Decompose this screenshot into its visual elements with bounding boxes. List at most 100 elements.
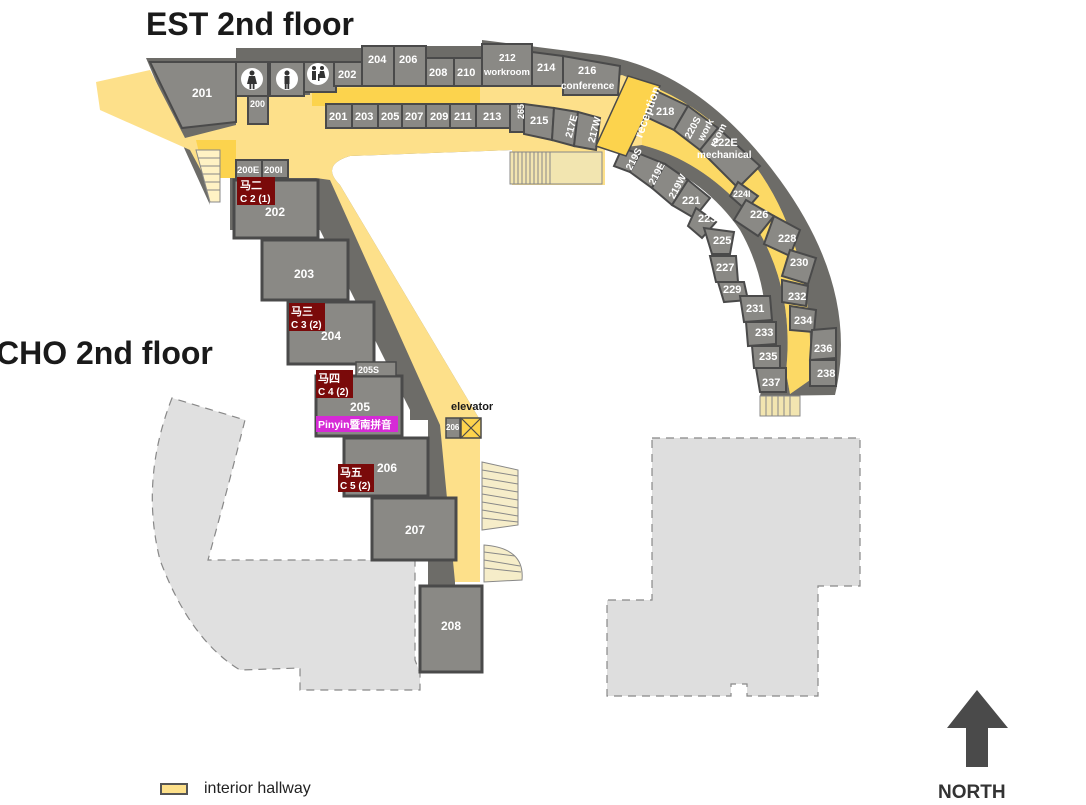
room-label-205: 205 [381,111,399,123]
room-label-203: 203 [294,267,314,281]
legend-hallway-label: interior hallway [204,780,311,797]
stairs-west [195,149,221,203]
room-231[interactable] [738,295,774,324]
room-236[interactable] [808,326,837,362]
room-223[interactable] [686,206,718,240]
room-label-223: 223 [698,213,716,225]
room-label-238: 238 [817,368,835,380]
legend-hallway-swatch [160,783,188,795]
annotation-ma4-name: 马四 [318,372,340,385]
stairs-south-east [759,395,801,417]
annotation-ma5-name: 马五 [340,466,362,479]
room-212[interactable] [481,43,533,87]
room-label-206: 206 [377,461,397,475]
north-label: NORTH [938,782,1006,803]
room-label-207: 207 [405,111,423,123]
annotation-ma2-name: 马二 [240,179,262,192]
room-238[interactable] [809,359,837,387]
room-230[interactable] [780,248,818,286]
room-label-234: 234 [794,315,813,327]
room-label-225: 225 [713,235,731,247]
stairs-east [481,461,523,583]
room-200[interactable] [247,95,269,125]
room-label-200E: 200E [237,165,259,176]
room-208[interactable] [418,584,484,674]
room-label-213: 213 [483,111,501,123]
room-label-201-est: 201 [329,111,347,123]
room-label-237: 237 [762,377,780,389]
room-232[interactable] [781,278,810,308]
est-floor-title: EST 2nd floor [146,6,354,42]
womens-restroom-icon [241,68,263,90]
room-label-211: 211 [454,111,472,123]
room-label-231: 231 [746,303,764,315]
elevator-label: elevator [451,401,494,413]
room-206-small[interactable] [445,417,461,439]
annotation-ma3: 马三 C 3 (2) [289,303,325,331]
room-label-235: 235 [759,351,777,363]
room-label-227: 227 [716,262,734,274]
room-label-221: 221 [682,195,700,207]
room-label-228: 228 [778,233,796,245]
annotation-ma4-code: C 4 (2) [318,387,349,398]
room-label-224I: 224I [733,189,751,199]
stairs-north [509,151,603,185]
annotation-ma3-code: C 3 (2) [291,320,322,331]
room-label-215: 215 [530,115,548,127]
room-label-214: 214 [537,62,556,74]
cho-building-footprint [151,397,421,691]
annotation-ma5: 马五 C 5 (2) [338,464,374,492]
room-label-mechanical: mechanical [697,150,752,161]
elevator-icon[interactable] [460,417,482,439]
room-label-206-small: 206 [446,423,460,432]
room-label-208-est: 208 [429,67,447,79]
annotation-ma2: 马二 C 2 (1) [237,177,275,205]
room-label-233: 233 [755,327,773,339]
room-label-200I: 200I [264,165,283,176]
room-216[interactable] [562,54,622,96]
room-237[interactable] [754,367,787,393]
annotation-ma3-name: 马三 [291,305,313,318]
room-label-202-est: 202 [338,69,356,81]
room-217W[interactable] [572,110,602,152]
room-label-201-west: 201 [192,86,212,100]
room-203[interactable] [260,238,350,302]
room-label-236: 236 [814,343,832,355]
room-label-205: 205 [350,400,370,414]
room-204-est[interactable] [361,45,395,87]
room-label-210-est: 210 [457,67,475,79]
room-label-205S: 205S [358,365,379,375]
room-208-est[interactable] [425,57,455,87]
annotation-ma4: 马四 C 4 (2) [316,370,353,398]
room-226[interactable] [732,198,776,238]
reception-desk [594,75,662,157]
room-205-est[interactable] [377,103,403,129]
room-label-206-est: 206 [399,54,417,66]
room-207[interactable] [370,496,458,562]
room-label-230: 230 [790,257,808,269]
room-209-est[interactable] [425,103,451,129]
room-label-265: 265 [516,104,526,119]
room-225[interactable] [702,226,736,255]
family-restroom-icon [307,63,329,85]
room-211-est[interactable] [449,103,477,129]
room-label-212: 212 [499,53,516,64]
room-233[interactable] [744,321,777,348]
room-label-222E: 222E [712,137,738,149]
annotations: 马二 C 2 (1) 马三 C 3 (2) 马四 C 4 (2) 马五 C 5 … [237,177,398,492]
room-201-west[interactable] [148,61,237,130]
stairs [195,149,801,583]
room-label-207: 207 [405,523,425,537]
room-label-workroom: workroom [483,67,530,78]
room-213-est[interactable] [475,103,511,129]
mens-restroom-icon [276,68,298,90]
room-205S[interactable] [355,361,397,377]
pinyin-tag: Pinyin暨南拼音 [316,416,398,432]
annotation-ma5-code: C 5 (2) [340,481,371,492]
room-label-conference: conference [561,81,615,92]
south-building-footprint [606,437,861,697]
cho-room-labels: 202 203 204 205 206 207 208 205S 206 ele… [265,205,494,633]
north-arrow-icon [947,690,1008,767]
room-206-est[interactable] [393,45,427,87]
